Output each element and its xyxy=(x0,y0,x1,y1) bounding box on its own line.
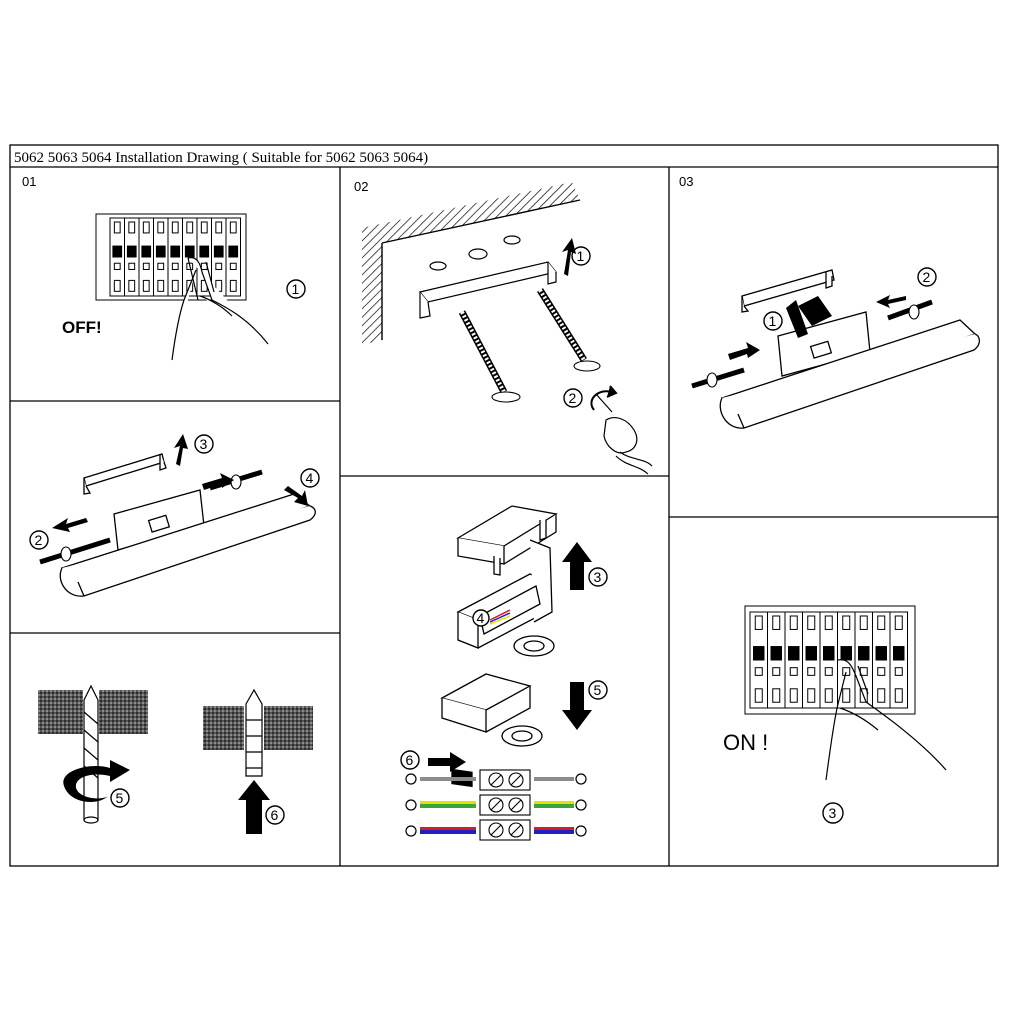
step-badge-1: 1 xyxy=(286,279,306,299)
panel-label-03: 03 xyxy=(679,174,693,189)
step-badge-3: 3 xyxy=(194,434,214,454)
wall-plug-icon xyxy=(245,688,263,777)
step-badge-2: 2 xyxy=(917,267,937,287)
step-badge-3: 3 xyxy=(588,567,608,587)
down-arrow-icon xyxy=(562,682,592,730)
on-caption: ON ! xyxy=(723,730,768,755)
wires-right xyxy=(534,777,574,834)
right-arrow-icon xyxy=(428,752,466,772)
pointing-hand-icon xyxy=(171,257,269,361)
panel-02: 02 xyxy=(354,179,653,475)
step-badge-4: 4 xyxy=(300,468,320,488)
up-arrow-icon xyxy=(562,238,576,276)
panel-label-02: 02 xyxy=(354,179,368,194)
screw-right-icon xyxy=(887,299,933,321)
screwdriver-icon xyxy=(595,393,653,475)
screw-right xyxy=(537,288,601,372)
wires-small xyxy=(489,609,511,625)
svg-text:4: 4 xyxy=(306,470,314,486)
breaker-module xyxy=(802,611,821,709)
terminal-blocks xyxy=(479,769,531,841)
pointing-hand-icon xyxy=(825,659,947,781)
bottom-box xyxy=(440,673,543,788)
lamp-body xyxy=(59,453,316,597)
svg-text:4: 4 xyxy=(477,610,485,626)
breaker-module xyxy=(225,217,241,297)
breaker-module xyxy=(124,217,140,297)
breaker-module xyxy=(196,217,212,297)
svg-text:6: 6 xyxy=(406,752,414,768)
svg-text:3: 3 xyxy=(829,805,837,821)
up-arrow-icon xyxy=(562,542,592,590)
screw-left-icon xyxy=(691,367,745,389)
mounting-bracket xyxy=(418,235,558,319)
up-arrow-icon xyxy=(238,780,270,834)
step-badge-6: 6 xyxy=(265,805,285,825)
step-badge-4: 4 xyxy=(472,609,490,627)
breaker-module xyxy=(767,611,786,709)
drill-bit-icon xyxy=(83,684,99,824)
breaker-module xyxy=(109,217,125,297)
rotate-arrow-icon xyxy=(63,760,131,802)
step-badge-5: 5 xyxy=(588,680,608,700)
breaker-panel-off xyxy=(95,213,247,301)
step-badge-2: 2 xyxy=(563,388,583,408)
svg-text:5: 5 xyxy=(116,790,124,806)
svg-text:2: 2 xyxy=(569,390,577,406)
left-push-arrow-icon xyxy=(728,342,760,360)
step-badge-2: 2 xyxy=(29,530,49,550)
step-badge-5: 5 xyxy=(110,788,130,808)
breaker-module xyxy=(749,611,768,709)
step-badge-3: 3 xyxy=(822,802,844,824)
panel-06: 3 4 5 6 xyxy=(400,505,608,841)
cover-lid xyxy=(456,505,558,576)
terminal-symbols xyxy=(405,773,587,837)
svg-text:1: 1 xyxy=(292,281,300,297)
ceiling-hatch xyxy=(362,182,581,345)
sheet-title: 5062 5063 5064 Installation Drawing ( Su… xyxy=(14,150,428,166)
wires-left xyxy=(420,777,476,834)
panel-01: 01 OFF! 1 xyxy=(22,174,306,361)
step-badge-1: 1 xyxy=(571,246,591,266)
step-badge-1: 1 xyxy=(763,311,783,331)
svg-text:1: 1 xyxy=(577,248,585,264)
panel-04: 2 3 4 xyxy=(29,434,320,597)
svg-text:3: 3 xyxy=(594,569,602,585)
breaker-module xyxy=(784,611,803,709)
breaker-module xyxy=(153,217,169,297)
rotate-arrow-icon xyxy=(590,385,618,411)
svg-text:3: 3 xyxy=(200,436,208,452)
svg-text:1: 1 xyxy=(769,313,777,329)
breaker-module xyxy=(889,611,908,709)
panel-05: 5 6 xyxy=(38,684,313,834)
breaker-module xyxy=(167,217,183,297)
arrows xyxy=(52,434,308,532)
breaker-module xyxy=(211,217,227,297)
screw-left xyxy=(458,310,521,403)
off-caption: OFF! xyxy=(62,318,102,337)
svg-text:6: 6 xyxy=(271,807,279,823)
panel-03: 03 1 xyxy=(679,174,981,429)
frame xyxy=(9,144,999,867)
step-badge-6: 6 xyxy=(400,750,420,770)
breaker-module xyxy=(819,611,838,709)
svg-text:5: 5 xyxy=(594,682,602,698)
breaker-module xyxy=(138,217,154,297)
breaker-module xyxy=(872,611,891,709)
breaker-panel-on xyxy=(744,605,916,715)
panel-07: ON ! 3 xyxy=(723,605,947,824)
breaker-module xyxy=(854,611,873,709)
panel-label-01: 01 xyxy=(22,174,36,189)
breaker-module xyxy=(837,611,856,709)
svg-text:2: 2 xyxy=(923,269,931,285)
svg-text:2: 2 xyxy=(35,532,43,548)
lamp-body xyxy=(719,269,981,429)
right-push-arrow-icon xyxy=(876,295,906,308)
slide-arrow-icon xyxy=(786,296,832,338)
